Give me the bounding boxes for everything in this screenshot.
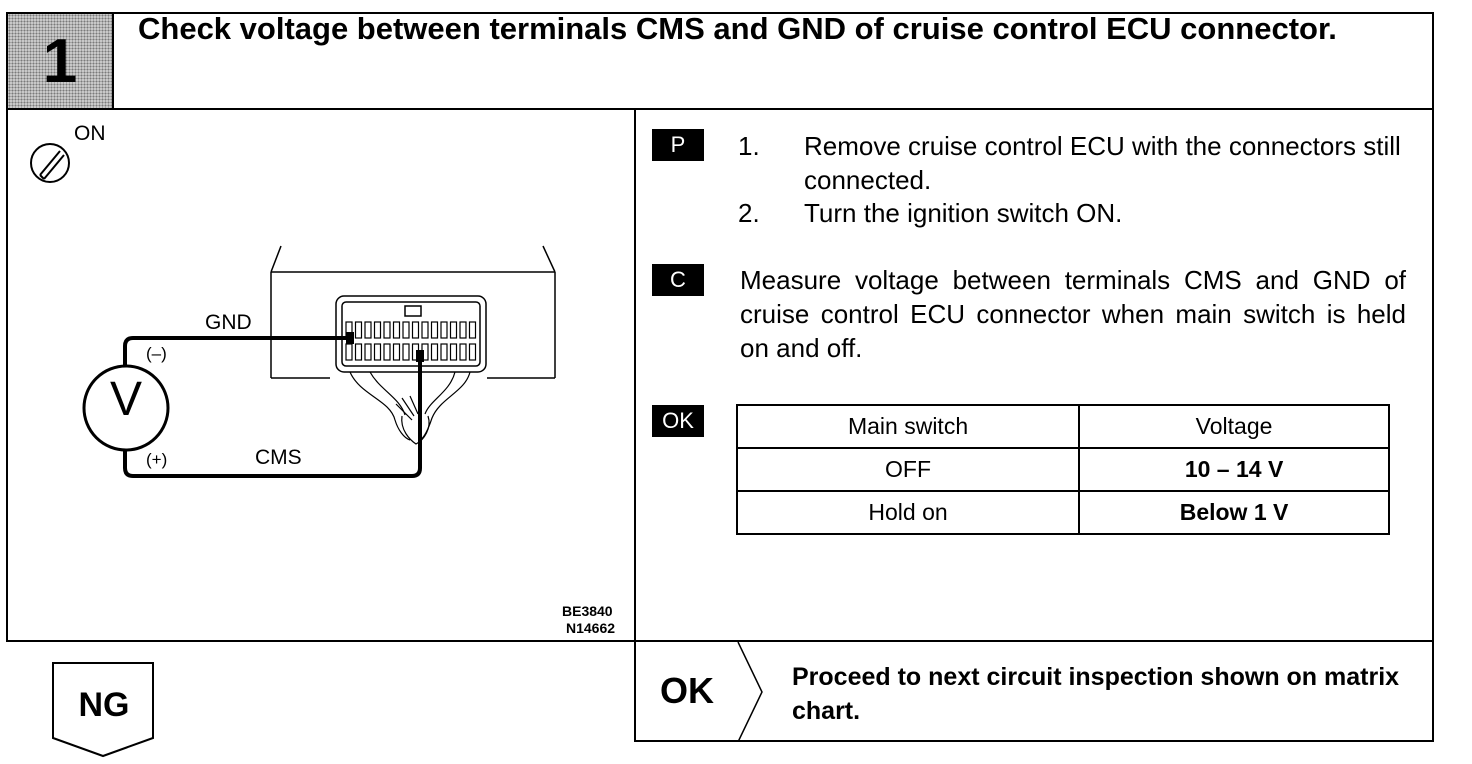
column-divider	[634, 108, 636, 742]
ignition-key-icon	[30, 143, 70, 183]
connector-pin	[392, 343, 401, 361]
connector-pin	[345, 343, 353, 361]
voltmeter-icon	[82, 364, 170, 452]
step-number: 1	[42, 26, 78, 96]
step-number-box: 1	[8, 14, 114, 108]
ok-result-text: Proceed to next circuit inspection shown…	[792, 663, 1400, 725]
ng-result-label: NG	[78, 686, 130, 724]
connector-pin	[373, 321, 382, 339]
connector-pin	[468, 343, 477, 361]
step-2-text: Turn the ignition switch ON.	[804, 198, 1123, 228]
gnd-label: GND	[205, 311, 252, 334]
table-row: OFF 10 – 14 V	[735, 447, 1390, 492]
connector-pin	[402, 321, 410, 339]
preparation-badge: P	[652, 129, 704, 161]
ok-arrow-icon	[737, 642, 763, 742]
connector-pin	[354, 321, 363, 339]
gnd-probe	[346, 332, 354, 344]
connector-pin	[411, 321, 420, 339]
step-1-number: 1.	[738, 131, 760, 161]
plus-label: (+)	[146, 450, 168, 469]
ok-criteria-badge: OK	[652, 405, 704, 437]
switch-state-cell: Hold on	[735, 490, 1081, 535]
connector-pin	[421, 321, 429, 339]
connector-pin	[383, 343, 391, 361]
content-frame	[6, 108, 1434, 642]
header-main-switch: Main switch	[735, 404, 1081, 449]
measure-instruction: Measure voltage between terminals CMS an…	[740, 265, 1406, 363]
step-1-text: Remove cruise control ECU with the conne…	[804, 131, 1401, 195]
connector-pin	[354, 343, 363, 361]
step-2-number: 2.	[738, 198, 760, 228]
step-title: Check voltage between terminals CMS and …	[138, 11, 1337, 46]
connector-pin	[459, 343, 467, 361]
table-row: Hold on Below 1 V	[735, 490, 1390, 535]
connector-pins	[345, 321, 477, 361]
connector-pin	[440, 343, 448, 361]
ecu-unit	[270, 245, 556, 379]
minus-label: (–)	[146, 344, 167, 363]
cms-probe	[416, 350, 424, 362]
wiring-diagram	[30, 143, 556, 478]
step-header: 1	[6, 12, 1434, 110]
figure-code-1: BE3840	[562, 603, 613, 619]
switch-state-cell: OFF	[735, 447, 1081, 492]
ng-arrow-icon	[52, 662, 154, 758]
wire-harness	[349, 371, 471, 445]
voltage-cell: Below 1 V	[1078, 490, 1390, 535]
ecu-connector	[335, 295, 487, 373]
connector-pin	[430, 321, 439, 339]
ignition-on-label: ON	[74, 122, 106, 145]
connector-pin	[364, 343, 372, 361]
voltage-cell: 10 – 14 V	[1078, 447, 1390, 492]
connector-pin	[449, 321, 458, 339]
cms-label: CMS	[255, 446, 302, 469]
header-voltage: Voltage	[1078, 404, 1390, 449]
check-badge: C	[652, 264, 704, 296]
circuit-wires	[123, 336, 422, 478]
voltage-spec-table: Main switch Voltage OFF 10 – 14 V Hold o…	[735, 404, 1390, 535]
connector-pin	[440, 321, 448, 339]
connector-pin	[364, 321, 372, 339]
connector-pin	[459, 321, 467, 339]
connector-pin	[468, 321, 477, 339]
connector-pin	[430, 343, 439, 361]
voltmeter-label: V	[109, 373, 142, 426]
table-header-row: Main switch Voltage	[735, 404, 1390, 449]
ok-result-box	[634, 642, 1434, 742]
connector-pin	[392, 321, 401, 339]
connector-pin	[383, 321, 391, 339]
ok-result-label: OK	[660, 670, 714, 711]
connector-pin	[402, 343, 410, 361]
connector-pin	[373, 343, 382, 361]
connector-pin	[449, 343, 458, 361]
figure-code-2: N14662	[566, 620, 616, 636]
